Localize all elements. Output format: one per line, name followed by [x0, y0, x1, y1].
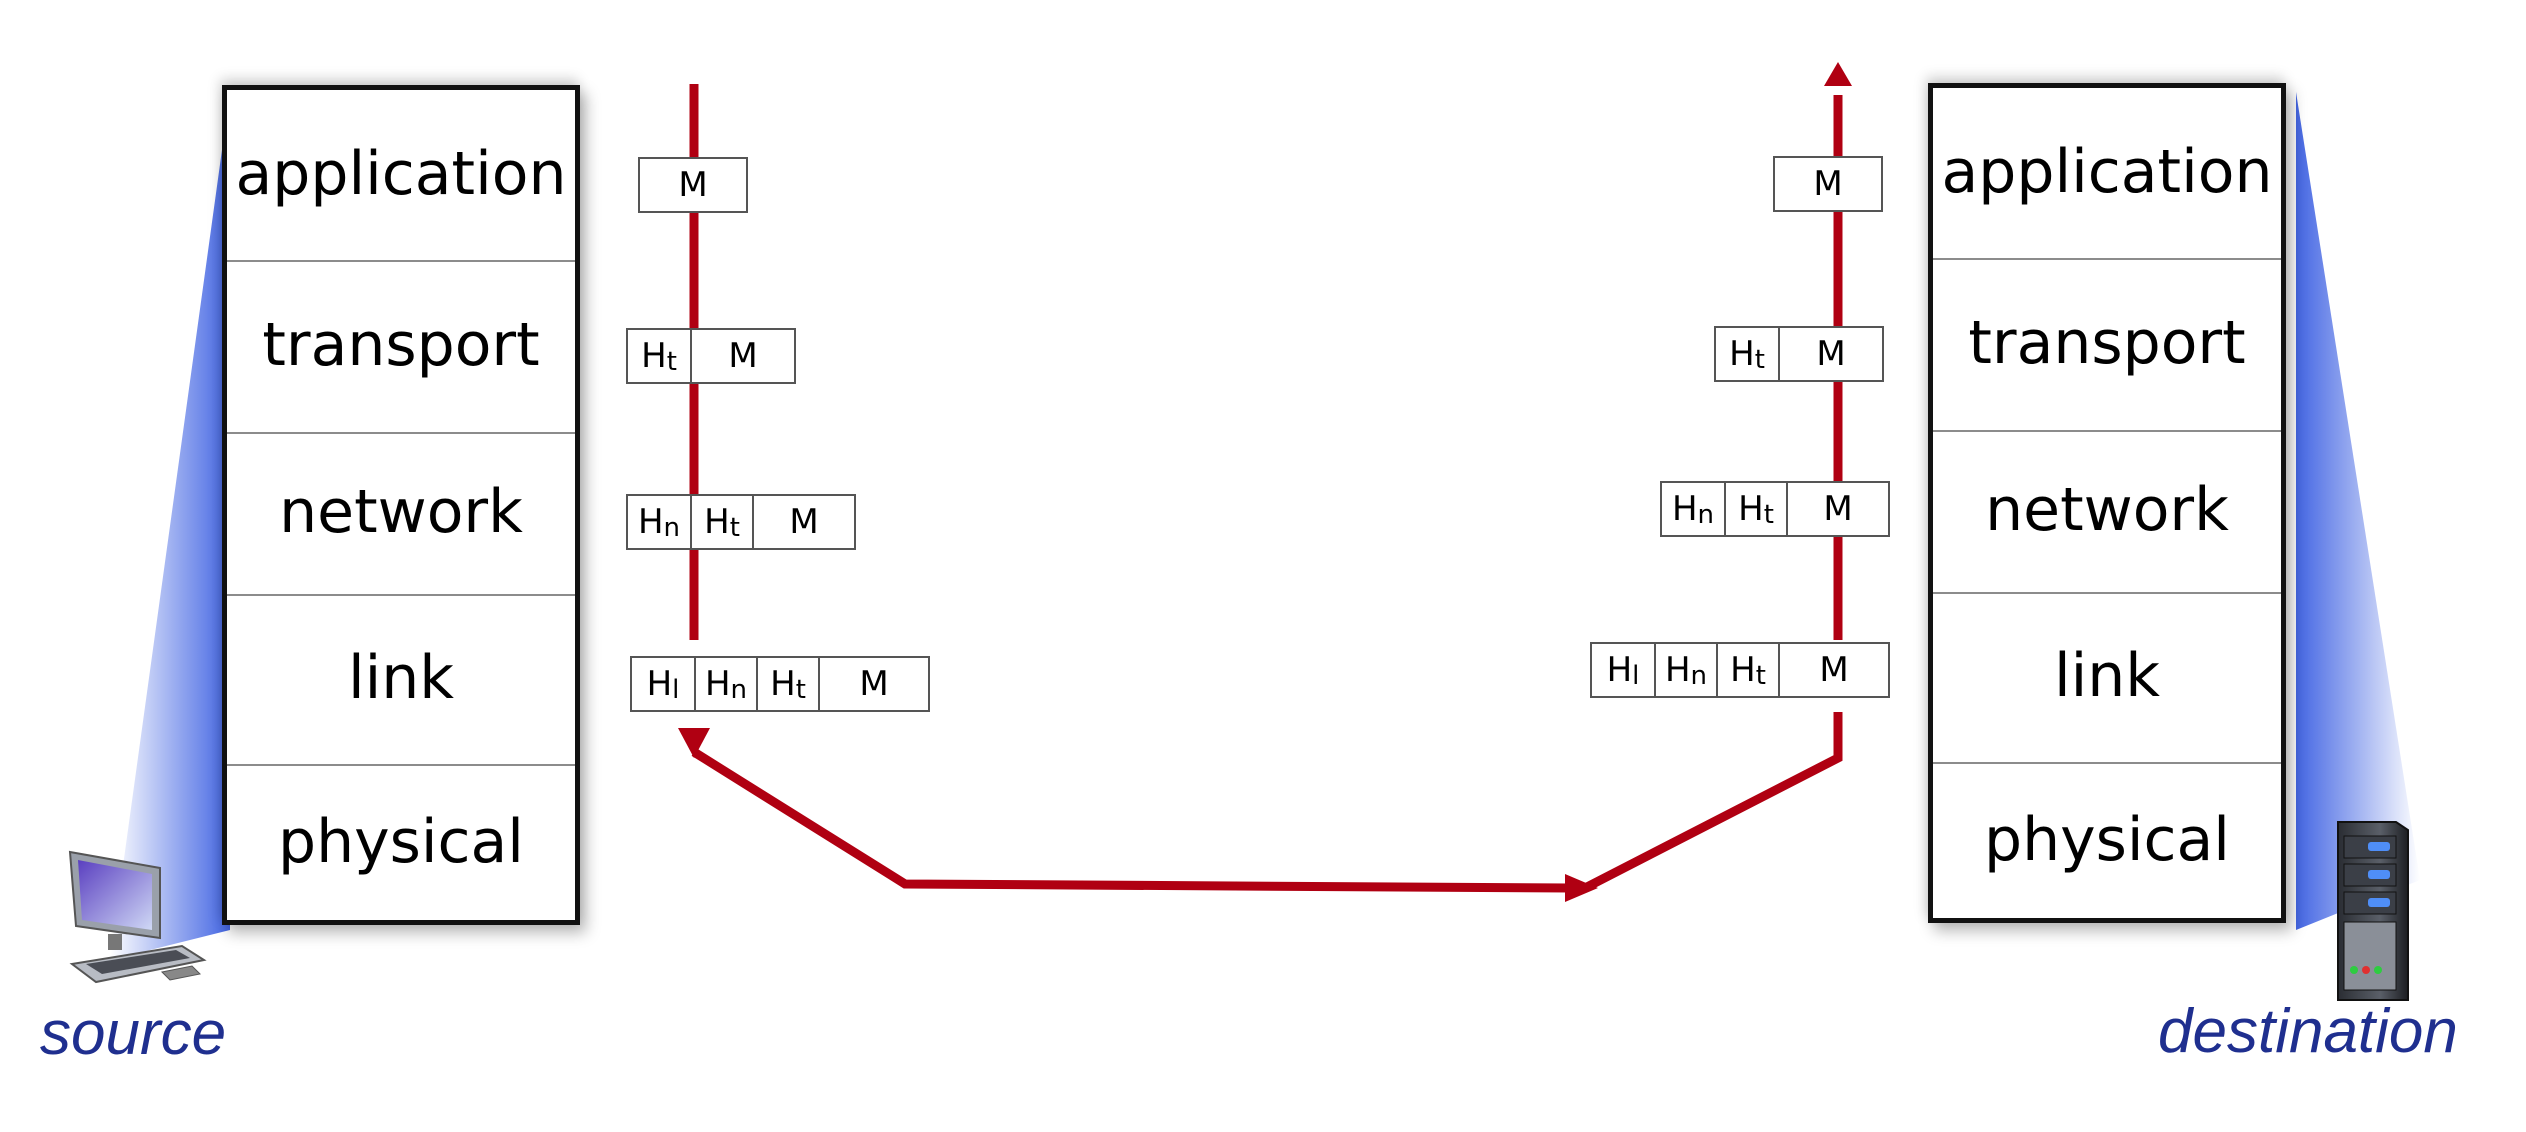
message-cell: M — [1778, 644, 1888, 696]
source-layer-application: application — [235, 139, 567, 209]
source-layer-link: link — [347, 643, 455, 713]
message-cell: M — [678, 165, 708, 205]
arrowhead-right — [1565, 874, 1598, 902]
desktop-computer-icon — [68, 850, 207, 984]
destination-caption: destination — [2158, 997, 2458, 1066]
message-cell: M — [1778, 328, 1882, 380]
arrowhead-down — [678, 728, 710, 758]
message-cell: M — [752, 496, 854, 548]
destination-layer-application: application — [1941, 137, 2273, 207]
arrowhead-up — [1824, 62, 1852, 86]
source-layer-network: network — [279, 477, 523, 547]
server-tower-icon — [2337, 821, 2409, 1001]
source-layer-physical: physical — [278, 807, 524, 877]
message-cell: M — [690, 330, 794, 382]
message-cell: M — [1786, 483, 1888, 535]
source-layer-transport: transport — [262, 310, 540, 380]
destination-layer-transport: transport — [1968, 308, 2246, 378]
message-cell: M — [1813, 164, 1843, 204]
destination-layer-link: link — [2053, 641, 2161, 711]
message-cell: M — [818, 658, 928, 710]
destination-layer-network: network — [1985, 475, 2229, 545]
source-protocol-stack: application transport network link physi… — [222, 85, 580, 925]
destination-protocol-stack: application transport network link physi… — [1928, 83, 2286, 923]
source-application-packet: M — [638, 157, 748, 213]
source-caption: source — [40, 999, 227, 1068]
destination-application-packet: M — [1773, 156, 1883, 212]
destination-layer-physical: physical — [1984, 805, 2230, 875]
